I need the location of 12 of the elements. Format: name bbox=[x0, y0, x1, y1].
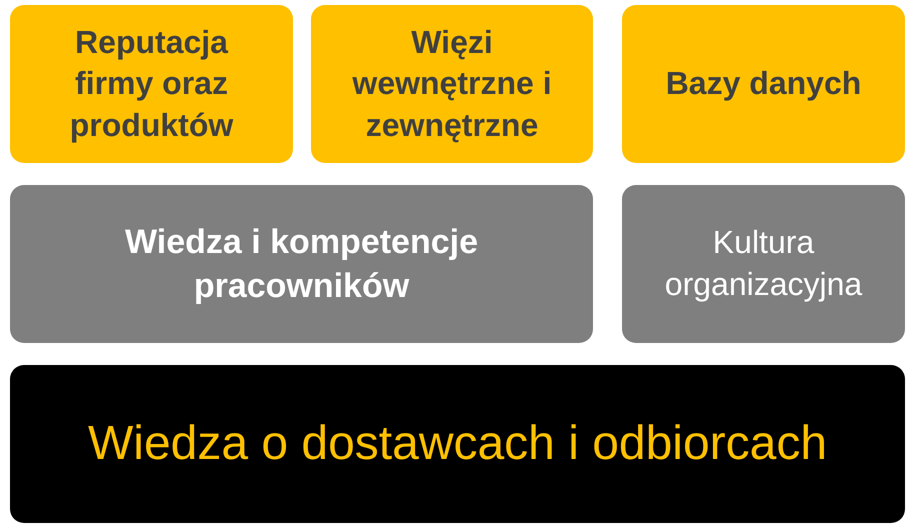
text-block bbox=[10, 5, 293, 163]
text-block bbox=[10, 365, 905, 523]
block-label: Bazy danych bbox=[666, 64, 862, 104]
text-block bbox=[10, 185, 593, 343]
text-block bbox=[622, 5, 905, 163]
block-label: Wiedza o dostawcach i odbiorcach bbox=[88, 416, 828, 472]
block-label: Więzi wewnętrzne i zewnętrzne bbox=[352, 22, 552, 145]
block-label: Kultura organizacyjna bbox=[664, 223, 864, 304]
text-block bbox=[311, 5, 593, 163]
block-label: Reputacja firmy oraz produktów bbox=[68, 22, 234, 145]
text-block bbox=[622, 185, 905, 343]
block-label: Wiedza i kompetencje pracowników bbox=[124, 222, 479, 307]
